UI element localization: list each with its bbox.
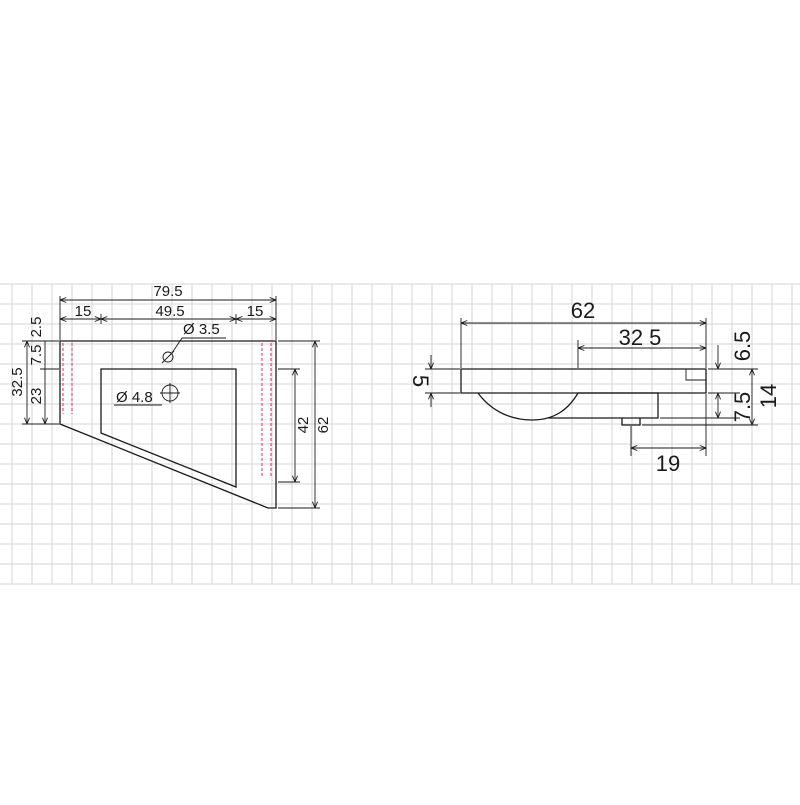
dim-left-depth: 32.5 (9, 367, 26, 396)
dim-right-margin: 15 (247, 303, 264, 320)
side-view-drain (621, 418, 641, 426)
dim-rim: 2.5 (28, 317, 45, 338)
drain-hole-cross (160, 383, 180, 403)
side-view-slab (460, 368, 707, 394)
dim-offset-a: 7.5 (28, 345, 45, 366)
dim-ext-right (278, 340, 320, 509)
dim-overall-depth: 62 (315, 417, 332, 434)
dim-ext-drain-offset (630, 394, 707, 456)
dim-slab-thickness: 5 (408, 375, 433, 387)
top-view-basin (100, 368, 237, 488)
dim-left-margin: 15 (75, 303, 92, 320)
side-view: 62 32 5 5 6.5 7.5 14 19 (408, 298, 781, 476)
side-view-bowl (477, 392, 579, 421)
dim-basin-depth: 42 (295, 417, 312, 434)
dim-ext-side-right (642, 368, 758, 426)
top-view: Ø 3.5 Ø 4.8 79.5 15 49.5 15 2.5 7.5 23 3… (9, 283, 332, 509)
tap-hole-label: Ø 3.5 (183, 321, 220, 338)
dim-side-width: 62 (571, 298, 595, 323)
top-view-outline (59, 340, 277, 509)
side-view-rim-step (685, 369, 706, 381)
dim-basin-width: 49.5 (155, 303, 184, 320)
tap-hole-icon (162, 351, 174, 363)
dim-offset-b: 23 (28, 388, 45, 405)
hidden-bracket-right (261, 343, 272, 478)
hidden-bracket-left (62, 343, 73, 414)
graph-paper-grid (0, 283, 800, 585)
side-view-bowl-base (548, 392, 659, 419)
dim-ext-side-width (460, 318, 707, 368)
drain-hole-label: Ø 4.8 (116, 389, 153, 406)
dim-drain-offset: 19 (656, 451, 680, 476)
dim-side-height: 14 (756, 384, 781, 408)
dim-bowl-depth: 7.5 (730, 392, 755, 423)
dim-rim-height: 6.5 (730, 331, 755, 362)
dim-overall-width: 79.5 (153, 283, 182, 300)
tap-hole-leader (171, 337, 226, 354)
dim-side-basin: 32 5 (619, 325, 662, 350)
